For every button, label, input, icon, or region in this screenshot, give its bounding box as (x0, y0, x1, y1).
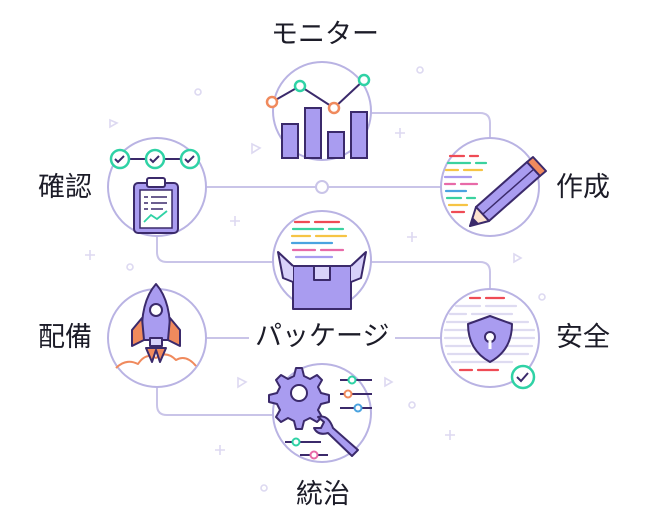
create-node (440, 137, 547, 237)
deploy-node (107, 283, 207, 388)
govern-node (268, 363, 372, 463)
shield-lock-icon (467, 315, 513, 363)
monitor-label: モニター (271, 19, 379, 50)
clipboard-icon (133, 177, 179, 234)
background-decorations (85, 66, 546, 492)
junction-dot (315, 180, 329, 194)
secure-node (440, 288, 540, 390)
sliders-icon (285, 375, 372, 460)
rocket-icon (115, 283, 197, 369)
govern-label: 統治 (296, 479, 350, 510)
code-lines (443, 154, 488, 214)
deploy-label: 配備 (38, 322, 92, 353)
code-lines (290, 220, 348, 259)
secure-label: 安全 (556, 322, 610, 353)
code-lines (443, 296, 536, 372)
connector-monitor-create (370, 112, 491, 140)
confirm-node (107, 137, 207, 237)
box-icon (277, 251, 367, 310)
checklist-icon (109, 148, 201, 170)
gear-icon (268, 367, 330, 430)
create-label: 作成 (556, 172, 610, 203)
connector-deploy-govern (156, 388, 275, 416)
package-label: パッケージ (249, 323, 396, 350)
confirm-label: 確認 (38, 172, 92, 203)
bar-chart-icon (265, 73, 371, 159)
monitor-node (265, 61, 372, 161)
wrench-icon (313, 415, 359, 457)
package-node (272, 210, 372, 310)
pencil-icon (469, 156, 547, 227)
check-badge-icon (510, 364, 536, 390)
